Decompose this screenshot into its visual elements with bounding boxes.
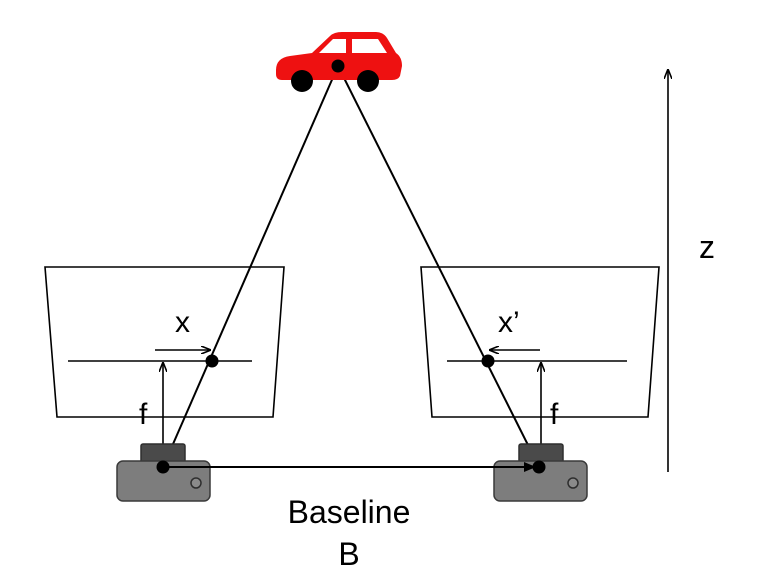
left-image-point	[205, 354, 219, 368]
right-image-point	[481, 354, 495, 368]
right-image-plane	[420, 266, 660, 418]
left-image-plane	[44, 266, 285, 418]
left-projection-ray	[162, 65, 339, 468]
right-image-coord-label: x’	[498, 306, 520, 339]
baseline-label: Baseline	[288, 494, 411, 530]
right-camera-icon	[493, 443, 588, 502]
baseline-symbol: B	[338, 536, 359, 572]
depth-axis-label: z	[699, 229, 715, 265]
left-image-coord-label: x	[175, 306, 190, 339]
left-focal-label: f	[139, 398, 148, 431]
left-camera-icon	[116, 443, 211, 502]
left-camera-center	[156, 460, 170, 474]
car-icon	[276, 32, 402, 92]
right-projection-ray	[337, 65, 540, 468]
car-point	[331, 59, 345, 73]
right-camera-center	[532, 460, 546, 474]
right-focal-label: f	[550, 398, 559, 431]
